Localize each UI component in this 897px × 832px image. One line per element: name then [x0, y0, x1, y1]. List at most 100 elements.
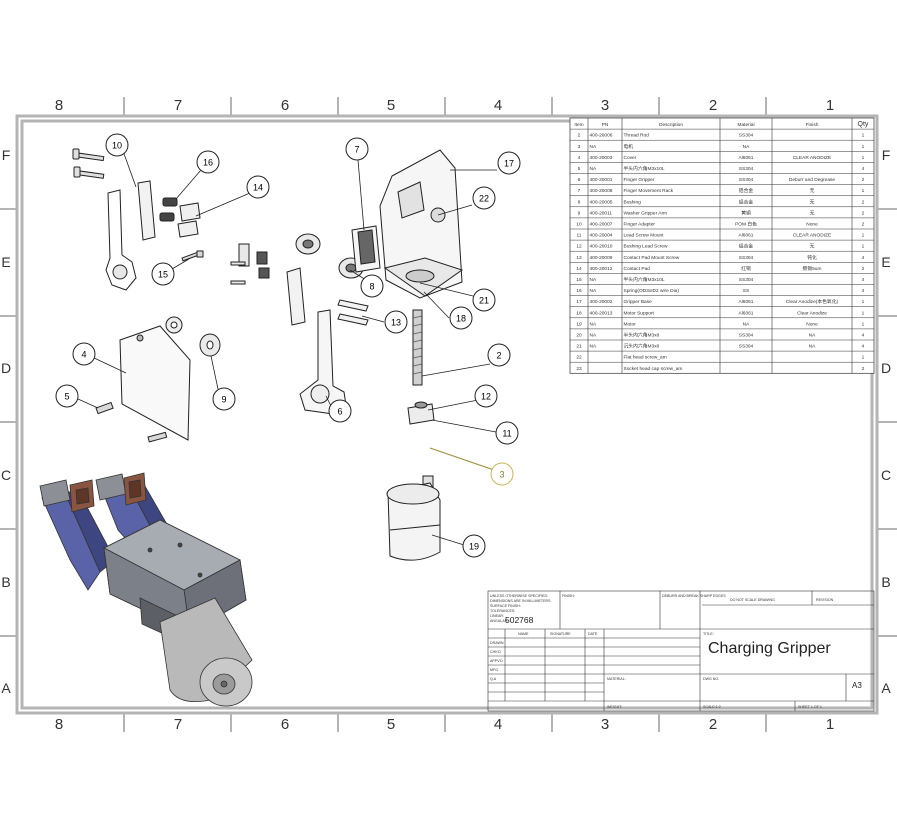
zone-row-label: C — [1, 467, 11, 483]
bom-cell: 400-20006 — [590, 133, 613, 139]
title-label: TITLE: — [703, 632, 714, 636]
bom-cell: 4 — [862, 255, 865, 261]
balloon: 2 — [487, 343, 511, 367]
bom-cell: Al6061 — [739, 233, 754, 239]
row-mfg: MFG — [490, 668, 498, 672]
bom-cell: Bushing — [624, 199, 642, 205]
bom-cell: 2 — [578, 133, 581, 139]
bom-cell: Finger Gripper — [624, 177, 655, 183]
bom-cell: 半头内六角M3x10L — [624, 165, 665, 172]
balloon-number: 6 — [337, 407, 342, 417]
bom-cell: SS304 — [739, 333, 754, 339]
bom-cell: 电机 — [624, 143, 634, 150]
bom-cell: 1 — [862, 244, 865, 250]
bom-cell: 2 — [862, 266, 865, 272]
bom-cell: 10 — [576, 222, 582, 228]
bom-cell: Deburr and Degrease — [789, 177, 835, 183]
bom-cell: NA — [590, 144, 597, 150]
bom-cell: Motor Support — [624, 310, 655, 316]
row-chkd: CHK'D — [490, 650, 501, 654]
zone-row-label: B — [1, 574, 10, 590]
zone-column-label: 2 — [709, 97, 717, 114]
zone-column-label: 6 — [281, 97, 289, 114]
bom-cell: Al6061 — [739, 299, 754, 305]
bom-cell: 4 — [862, 344, 865, 350]
bom-cell: 3 — [578, 144, 581, 150]
bom-cell: 铝合金 — [739, 198, 754, 205]
part-lead-screw-mount — [407, 401, 435, 425]
sheet-frame — [15, 114, 879, 715]
bom-header-cell: Item — [574, 122, 583, 128]
bom-cell: Contact Pad — [624, 266, 651, 272]
bom-cell: 18 — [576, 310, 582, 316]
bom-cell: Thread Rod — [624, 133, 650, 139]
bom-cell: 11 — [577, 233, 582, 239]
bom-cell: 16 — [576, 288, 582, 294]
bom-cell: Spring(OD3xID2 wire Dia) — [624, 288, 680, 294]
bom-header-cell: Finish — [806, 122, 819, 128]
tolerance-note: SURFACE FINISH: — [490, 604, 521, 608]
bom-cell: 4 — [578, 155, 581, 161]
zone-column-label: 5 — [387, 716, 395, 733]
bom-cell: SS304 — [739, 166, 754, 172]
balloon: 18 — [449, 306, 473, 330]
balloon-number: 5 — [64, 392, 69, 402]
zone-row-label: E — [1, 254, 10, 270]
balloon-number: 19 — [469, 542, 479, 552]
zone-row-label: D — [881, 360, 891, 376]
balloon: 13 — [384, 310, 408, 334]
zone-row-label: E — [881, 254, 890, 270]
bom-cell: 2 — [862, 199, 865, 205]
bom-cell: NA — [590, 166, 597, 172]
scale-label: SCALE:1:2 — [703, 705, 721, 709]
bom-cell: 400-20007 — [590, 222, 613, 228]
bom-header-cell: Qty — [858, 121, 869, 128]
balloon: 12 — [474, 384, 498, 408]
bom-cell: 14 — [576, 266, 582, 272]
bom-cell: 400-20008 — [590, 188, 613, 194]
balloon-number: 8 — [369, 282, 374, 292]
tolerance-note: ANGULAR: — [490, 619, 508, 623]
tolerance-note: UNLESS OTHERWISE SPECIFIED: — [490, 594, 548, 598]
bom-cell: 铝合金 — [739, 187, 754, 194]
bom-cell: CLEAR ANODIZE — [793, 155, 831, 161]
balloon: 17 — [497, 151, 521, 175]
zone-column-label: 1 — [826, 716, 834, 733]
part-bushing-8 — [295, 233, 364, 279]
bom-cell: 400-20009 — [590, 255, 613, 261]
bom-cell: 22 — [576, 355, 582, 361]
zone-column-label: 2 — [709, 716, 717, 733]
bom-cell: 1 — [862, 355, 865, 361]
balloon: 22 — [472, 186, 496, 210]
zone-row-label: A — [1, 680, 11, 696]
part-contact-pad-mount — [286, 267, 369, 326]
bom-cell: 1 — [862, 188, 865, 194]
bom-cell: 12 — [576, 244, 582, 250]
bom-cell: 4 — [862, 166, 865, 172]
col-name: NAME — [518, 632, 529, 636]
balloon: 9 — [212, 387, 236, 411]
part-screws-5 — [95, 401, 168, 443]
exploded-view — [72, 148, 495, 561]
balloon-number: 7 — [354, 145, 359, 155]
balloon: 16 — [196, 150, 220, 174]
bom-cell: NA — [590, 321, 597, 327]
bom-cell: 4 — [862, 288, 865, 294]
bom-cell: None — [806, 321, 818, 327]
bom-header-cell: PN — [602, 122, 609, 128]
bom-cell: 铝合金 — [739, 243, 754, 250]
balloon: 5 — [55, 384, 79, 408]
bom-cell: Clear Anodize — [797, 310, 827, 316]
bom-cell: 6 — [578, 177, 581, 183]
balloon-number: 18 — [456, 314, 466, 324]
bom-cell: 沉头内六角M3x8 — [624, 343, 660, 350]
zone-column-label: 8 — [55, 716, 63, 733]
bom-cell: 400-20011 — [590, 210, 613, 216]
bom-cell: 13 — [576, 255, 582, 261]
row-appvd: APPV'D — [490, 659, 503, 663]
bom-cell: 400-20003 — [590, 155, 613, 161]
zone-row-label: D — [1, 360, 11, 376]
zone-row-label: B — [881, 574, 890, 590]
bom-cell: 红铜 — [741, 265, 751, 272]
